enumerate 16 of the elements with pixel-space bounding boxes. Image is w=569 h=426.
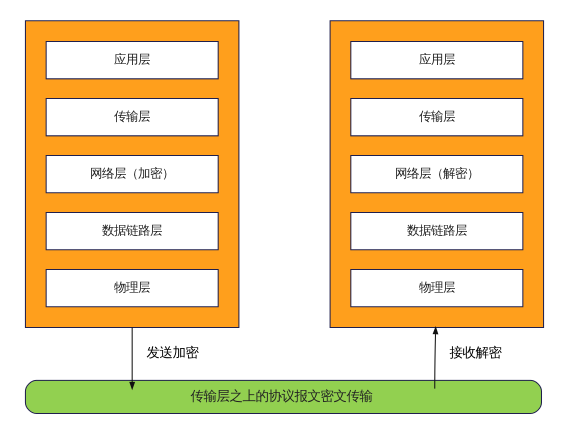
node-box: 物理层 xyxy=(46,268,219,308)
node-box: 物理层 xyxy=(350,268,524,308)
node-box: 传输层 xyxy=(350,98,524,136)
cluster xyxy=(330,20,544,328)
node-box: 数据链路层 xyxy=(46,212,219,250)
arrow xyxy=(432,326,438,389)
node-box: 网络层（加密） xyxy=(46,154,219,194)
node-box: 应用层 xyxy=(46,40,219,80)
node-box: 应用层 xyxy=(350,40,524,80)
node-box: 传输层 xyxy=(46,98,219,136)
node-box: 网络层（解密） xyxy=(350,154,524,194)
cluster xyxy=(24,20,240,328)
edge-label: 接收解密 xyxy=(449,344,502,361)
edge-label: 发送加密 xyxy=(146,344,199,361)
node-box: 数据链路层 xyxy=(350,212,524,250)
arrow xyxy=(129,328,136,390)
